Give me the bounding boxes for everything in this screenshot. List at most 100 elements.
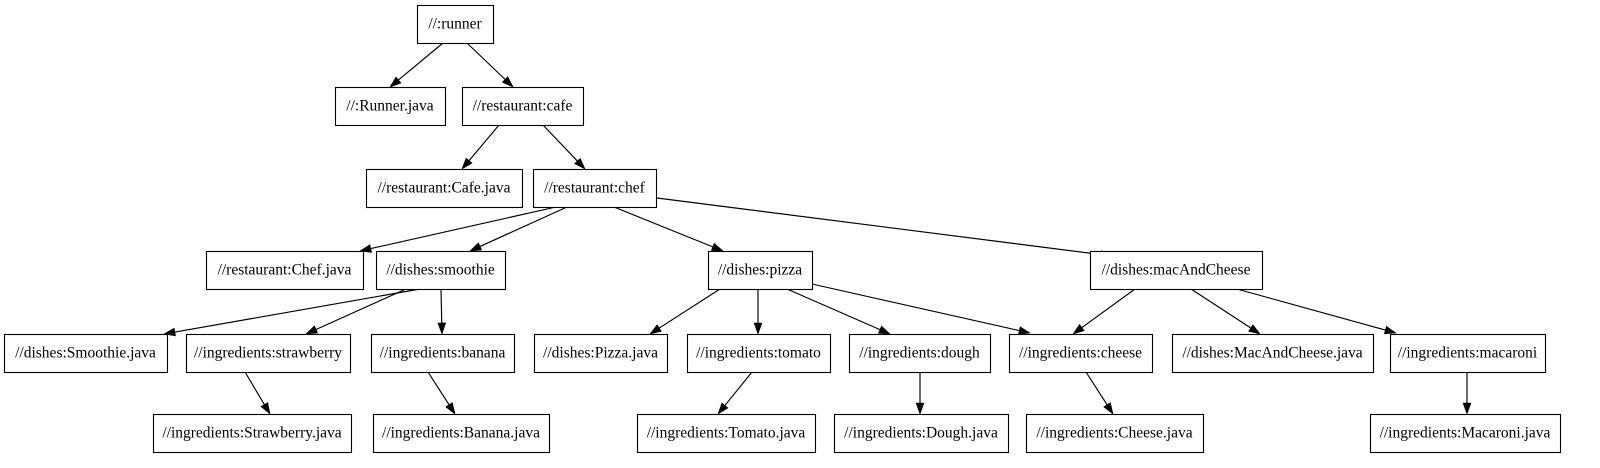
arrowhead-icon (753, 322, 763, 335)
node-label: //ingredients:tomato (696, 345, 821, 362)
node-box[interactable] (636, 413, 817, 454)
edge-line (244, 371, 265, 405)
node-box[interactable] (370, 333, 516, 374)
graph-edge (1085, 371, 1114, 415)
node-label: //restaurant:chef (544, 180, 646, 197)
node-label: //dishes:pizza (718, 262, 802, 279)
arrowhead-icon (1248, 324, 1261, 335)
node-label: //ingredients:Dough.java (844, 425, 998, 442)
graph-node-cafe_java[interactable]: //restaurant:Cafe.java (365, 168, 524, 209)
arrowhead-icon (437, 322, 447, 335)
node-label: //dishes:Smoothie.java (15, 345, 156, 362)
arrowhead-icon (1103, 402, 1114, 415)
graph-node-dishes_smoothie[interactable]: //dishes:smoothie (375, 250, 507, 291)
graph-node-macaroni_java[interactable]: //ingredients:Macaroni.java (1369, 413, 1562, 454)
node-box[interactable] (848, 333, 992, 374)
graph-node-ing_strawberry[interactable]: //ingredients:strawberry (185, 333, 352, 374)
node-label: //dishes:MacAndCheese.java (1182, 345, 1362, 362)
graph-edge (469, 206, 568, 252)
node-label: //dishes:macAndCheese (1102, 262, 1251, 279)
graph-node-chef_java[interactable]: //restaurant:Chef.java (205, 250, 365, 291)
node-box[interactable] (686, 333, 832, 374)
graph-node-cheese_java[interactable]: //ingredients:Cheese.java (1025, 413, 1205, 454)
graph-node-restaurant_cafe[interactable]: //restaurant:cafe (461, 86, 585, 127)
graph-edge (1072, 288, 1136, 335)
node-label: //dishes:smoothie (386, 262, 495, 279)
graph-edge (753, 289, 763, 335)
node-box[interactable] (461, 86, 585, 127)
graph-node-ing_macaroni[interactable]: //ingredients:macaroni (1389, 333, 1547, 374)
graph-edge (542, 124, 586, 170)
graph-node-tomato_java[interactable]: //ingredients:Tomato.java (636, 413, 817, 454)
node-label: //:Runner.java (346, 98, 434, 115)
node-box[interactable] (3, 333, 169, 374)
node-box[interactable] (365, 168, 524, 209)
node-box[interactable] (205, 250, 365, 291)
node-label: //ingredients:strawberry (194, 345, 342, 362)
graph-edge (656, 197, 1113, 259)
arrowhead-icon (445, 402, 456, 415)
arrowhead-icon (469, 242, 483, 252)
graph-node-macandcheese_java[interactable]: //dishes:MacAndCheese.java (1171, 333, 1375, 374)
arrowhead-icon (389, 76, 402, 88)
graph-edge (1190, 288, 1261, 335)
edge-line (658, 288, 721, 329)
node-box[interactable] (533, 333, 669, 374)
edge-line (398, 42, 444, 81)
node-box[interactable] (416, 4, 495, 45)
graph-node-pizza_java[interactable]: //dishes:Pizza.java (533, 333, 669, 374)
node-box[interactable] (1369, 413, 1562, 454)
edge-line (656, 197, 1102, 256)
graph-edge (786, 288, 891, 335)
node-label: //ingredients:dough (859, 345, 980, 362)
edge-line (1190, 288, 1252, 329)
graph-node-banana_java[interactable]: //ingredients:Banana.java (372, 413, 551, 454)
node-box[interactable] (375, 250, 507, 291)
node-box[interactable] (1025, 413, 1205, 454)
graph-node-smoothie_java[interactable]: //dishes:Smoothie.java (3, 333, 169, 374)
graph-node-runner_java[interactable]: //:Runner.java (334, 86, 447, 127)
node-label: //restaurant:Chef.java (218, 262, 352, 279)
arrowhead-icon (501, 76, 514, 88)
arrowhead-icon (574, 157, 586, 170)
graph-node-ing_dough[interactable]: //ingredients:dough (848, 333, 992, 374)
arrowhead-icon (461, 157, 473, 170)
node-label: //ingredients:Tomato.java (647, 425, 806, 442)
graph-node-ing_tomato[interactable]: //ingredients:tomato (686, 333, 832, 374)
node-label: //dishes:Pizza.java (543, 345, 658, 362)
graph-node-strawberry_java[interactable]: //ingredients:Strawberry.java (152, 413, 353, 454)
graph-edge (915, 372, 925, 415)
node-box[interactable] (372, 413, 551, 454)
graph-edge (305, 288, 407, 335)
graph-node-dough_java[interactable]: //ingredients:Dough.java (833, 413, 1010, 454)
node-box[interactable] (1171, 333, 1375, 374)
graph-node-ing_banana[interactable]: //ingredients:banana (370, 333, 516, 374)
graph-node-dishes_pizza[interactable]: //dishes:pizza (707, 250, 814, 291)
node-box[interactable] (707, 250, 814, 291)
graph-edge (427, 371, 456, 415)
graph-edge (389, 42, 444, 88)
arrowhead-icon (359, 244, 372, 253)
node-box[interactable] (1008, 333, 1154, 374)
edge-line (427, 371, 450, 406)
arrowhead-icon (260, 402, 271, 415)
node-box[interactable] (152, 413, 353, 454)
node-label: //ingredients:cheese (1019, 345, 1142, 362)
edge-line (174, 288, 421, 333)
node-box[interactable] (1389, 333, 1547, 374)
node-box[interactable] (334, 86, 447, 127)
node-box[interactable] (185, 333, 352, 374)
graph-node-runner[interactable]: //:runner (416, 4, 495, 45)
graph-node-dishes_macandcheese[interactable]: //dishes:macAndCheese (1089, 250, 1264, 291)
node-box[interactable] (833, 413, 1010, 454)
node-label: //restaurant:cafe (473, 98, 573, 115)
node-box[interactable] (532, 168, 658, 209)
edge-line (466, 42, 506, 80)
graph-edge (461, 124, 500, 170)
node-box[interactable] (1089, 250, 1264, 291)
graph-node-restaurant_chef[interactable]: //restaurant:chef (532, 168, 658, 209)
graph-edge (437, 288, 447, 335)
graph-node-ing_cheese[interactable]: //ingredients:cheese (1008, 333, 1154, 374)
edge-line (542, 124, 578, 162)
